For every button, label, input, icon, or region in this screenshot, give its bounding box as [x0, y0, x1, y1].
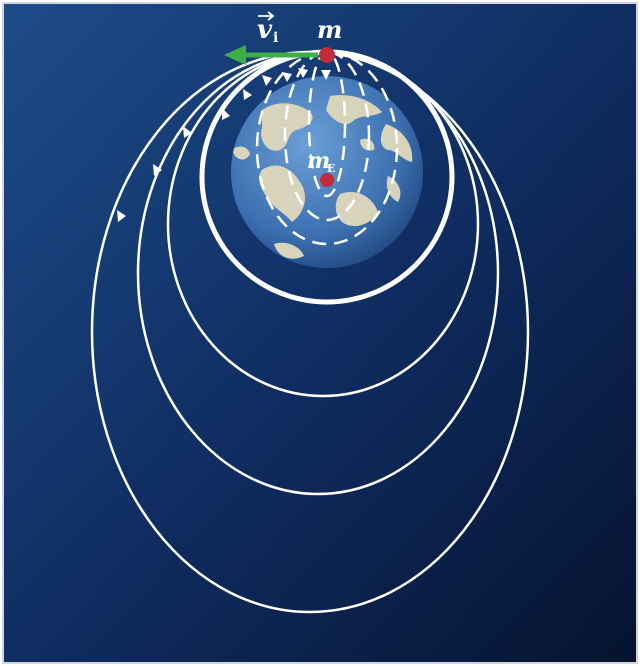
orbit-arrowhead: [183, 126, 192, 138]
earth-mass-subscript: E: [327, 162, 335, 175]
orbit-arrowhead: [153, 164, 162, 176]
suborbital-path: [283, 50, 371, 222]
orbit-arrowhead: [321, 70, 331, 80]
orbiting-mass-dot: [319, 47, 335, 63]
elliptical-orbit-3: [90, 50, 530, 614]
velocity-symbol: v: [257, 15, 273, 45]
earth-globe-icon: [231, 76, 423, 268]
orbit-arrowhead: [262, 75, 272, 86]
orbit-arrowhead: [117, 210, 126, 222]
orbit-arrowhead: [243, 89, 252, 100]
earth-mass-symbol: m: [307, 148, 330, 174]
earth-center-dot: [320, 173, 334, 187]
suborbital-path: [255, 50, 399, 246]
orbit-arrowhead: [282, 72, 292, 82]
orbit-arrowhead: [298, 68, 308, 78]
velocity-subscript: i: [273, 30, 278, 46]
earth-mass-label: m E: [307, 148, 335, 175]
orbit-arrowhead: [222, 108, 230, 120]
velocity-label: v i: [257, 11, 278, 46]
arrow-left-icon: [224, 45, 318, 65]
orbiting-mass-label: m: [317, 15, 342, 44]
direction-arrows: [117, 68, 331, 222]
